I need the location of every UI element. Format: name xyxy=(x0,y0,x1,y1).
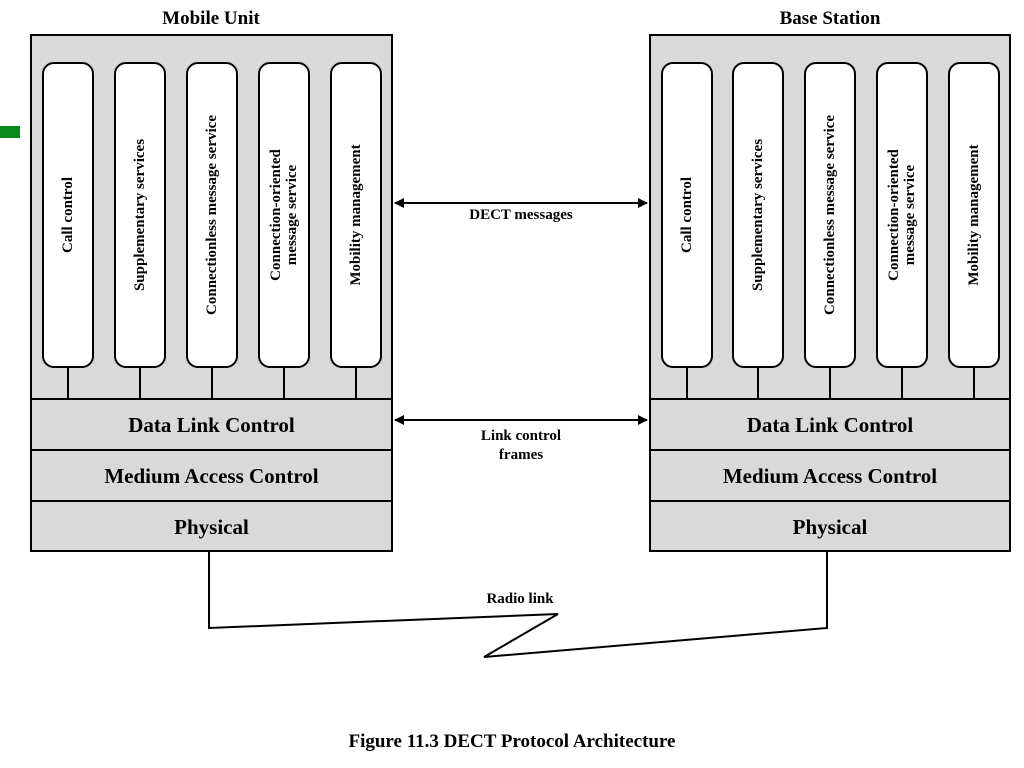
connector-line xyxy=(355,366,357,400)
base-physical-layer: Physical xyxy=(651,500,1009,552)
connector-line xyxy=(901,366,903,400)
connector-line xyxy=(139,366,141,400)
connector-line xyxy=(686,366,688,400)
mobile-medium-access-control-layer: Medium Access Control xyxy=(32,449,391,501)
slide-marker xyxy=(0,126,20,138)
mobile-supplementary-services-box: Supplementary services xyxy=(114,62,166,368)
connector-line xyxy=(283,366,285,400)
dect-messages-label: DECT messages xyxy=(469,207,573,223)
mobile-unit-stack: Call control Supplementary services Conn… xyxy=(30,34,393,552)
mobile-unit-title: Mobile Unit xyxy=(162,8,260,29)
base-call-control-box: Call control xyxy=(661,62,713,368)
connector-line xyxy=(67,366,69,400)
connector-line xyxy=(211,366,213,400)
connector-line xyxy=(829,366,831,400)
base-data-link-control-layer: Data Link Control xyxy=(651,398,1009,450)
base-connectionless-service-box: Connectionless message service xyxy=(804,62,856,368)
base-station-title: Base Station xyxy=(779,8,881,29)
figure-caption: Figure 11.3 DECT Protocol Architecture xyxy=(348,731,676,752)
connector-line xyxy=(973,366,975,400)
mobile-data-link-control-layer: Data Link Control xyxy=(32,398,391,450)
radio-link-line xyxy=(208,552,828,658)
link-control-frames-label: Link control frames xyxy=(480,428,562,463)
base-station-stack: Call control Supplementary services Conn… xyxy=(649,34,1011,552)
base-supplementary-services-box: Supplementary services xyxy=(732,62,784,368)
connector-line xyxy=(757,366,759,400)
mobile-call-control-box: Call control xyxy=(42,62,94,368)
base-medium-access-control-layer: Medium Access Control xyxy=(651,449,1009,501)
radio-link-label: Radio link xyxy=(486,591,554,607)
mobile-physical-layer: Physical xyxy=(32,500,391,552)
